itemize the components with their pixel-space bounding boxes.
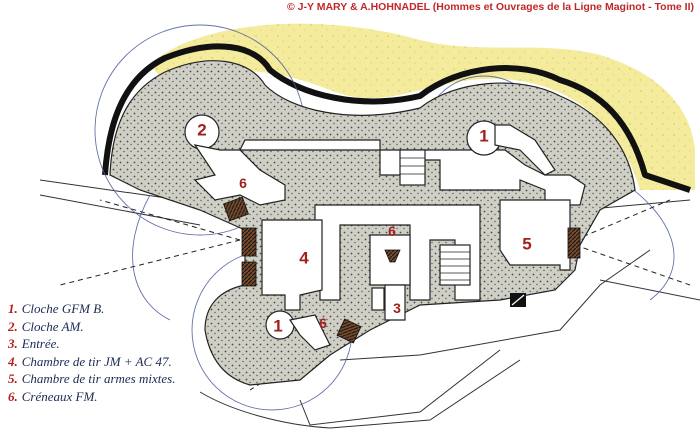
- copyright-notice: © J-Y MARY & A.HOHNADEL (Hommes et Ouvra…: [287, 1, 694, 13]
- ridge-line: [102, 43, 691, 193]
- embrasures: [223, 196, 581, 344]
- legend-number: 4.: [8, 353, 18, 369]
- marker-entree: 3: [393, 300, 401, 316]
- legend-item: 3.Entrée.: [8, 335, 175, 353]
- legend-number: 3.: [8, 336, 18, 352]
- legend-item: 1.Cloche GFM B.: [8, 300, 175, 318]
- marker-creneau-southwest: 6: [319, 315, 327, 331]
- earth-cover: [150, 23, 695, 190]
- legend-label: Cloche AM.: [21, 318, 84, 334]
- legend: 1.Cloche GFM B. 2.Cloche AM. 3.Entrée. 4…: [8, 300, 175, 406]
- marker-creneau-center: 6: [388, 223, 396, 239]
- legend-item: 5.Chambre de tir armes mixtes.: [8, 370, 175, 388]
- legend-label: Cloche GFM B.: [21, 301, 105, 316]
- legend-number: 2.: [8, 318, 18, 334]
- legend-item: 6.Créneaux FM.: [8, 388, 175, 406]
- legend-label: Entrée.: [21, 336, 60, 352]
- legend-number: 6.: [8, 388, 18, 404]
- marker-chambre-mixtes: 5: [522, 234, 532, 254]
- legend-number: 1.: [8, 301, 18, 316]
- legend-label: Créneaux FM.: [21, 388, 98, 404]
- legend-label: Chambre de tir armes mixtes.: [21, 371, 176, 387]
- marker-cloche-am: 2: [197, 120, 207, 140]
- marker-chambre-jm: 4: [299, 248, 309, 268]
- stairs: [400, 157, 470, 281]
- legend-item: 2.Cloche AM.: [8, 318, 175, 336]
- marker-cloche-gfm-east: 1: [479, 126, 489, 146]
- marker-cloche-gfm-southwest: 1: [273, 316, 283, 336]
- marker-creneau-northwest: 6: [239, 175, 247, 191]
- legend-item: 4.Chambre de tir JM + AC 47.: [8, 353, 175, 371]
- legend-number: 5.: [8, 371, 18, 387]
- legend-label: Chambre de tir JM + AC 47.: [21, 353, 172, 369]
